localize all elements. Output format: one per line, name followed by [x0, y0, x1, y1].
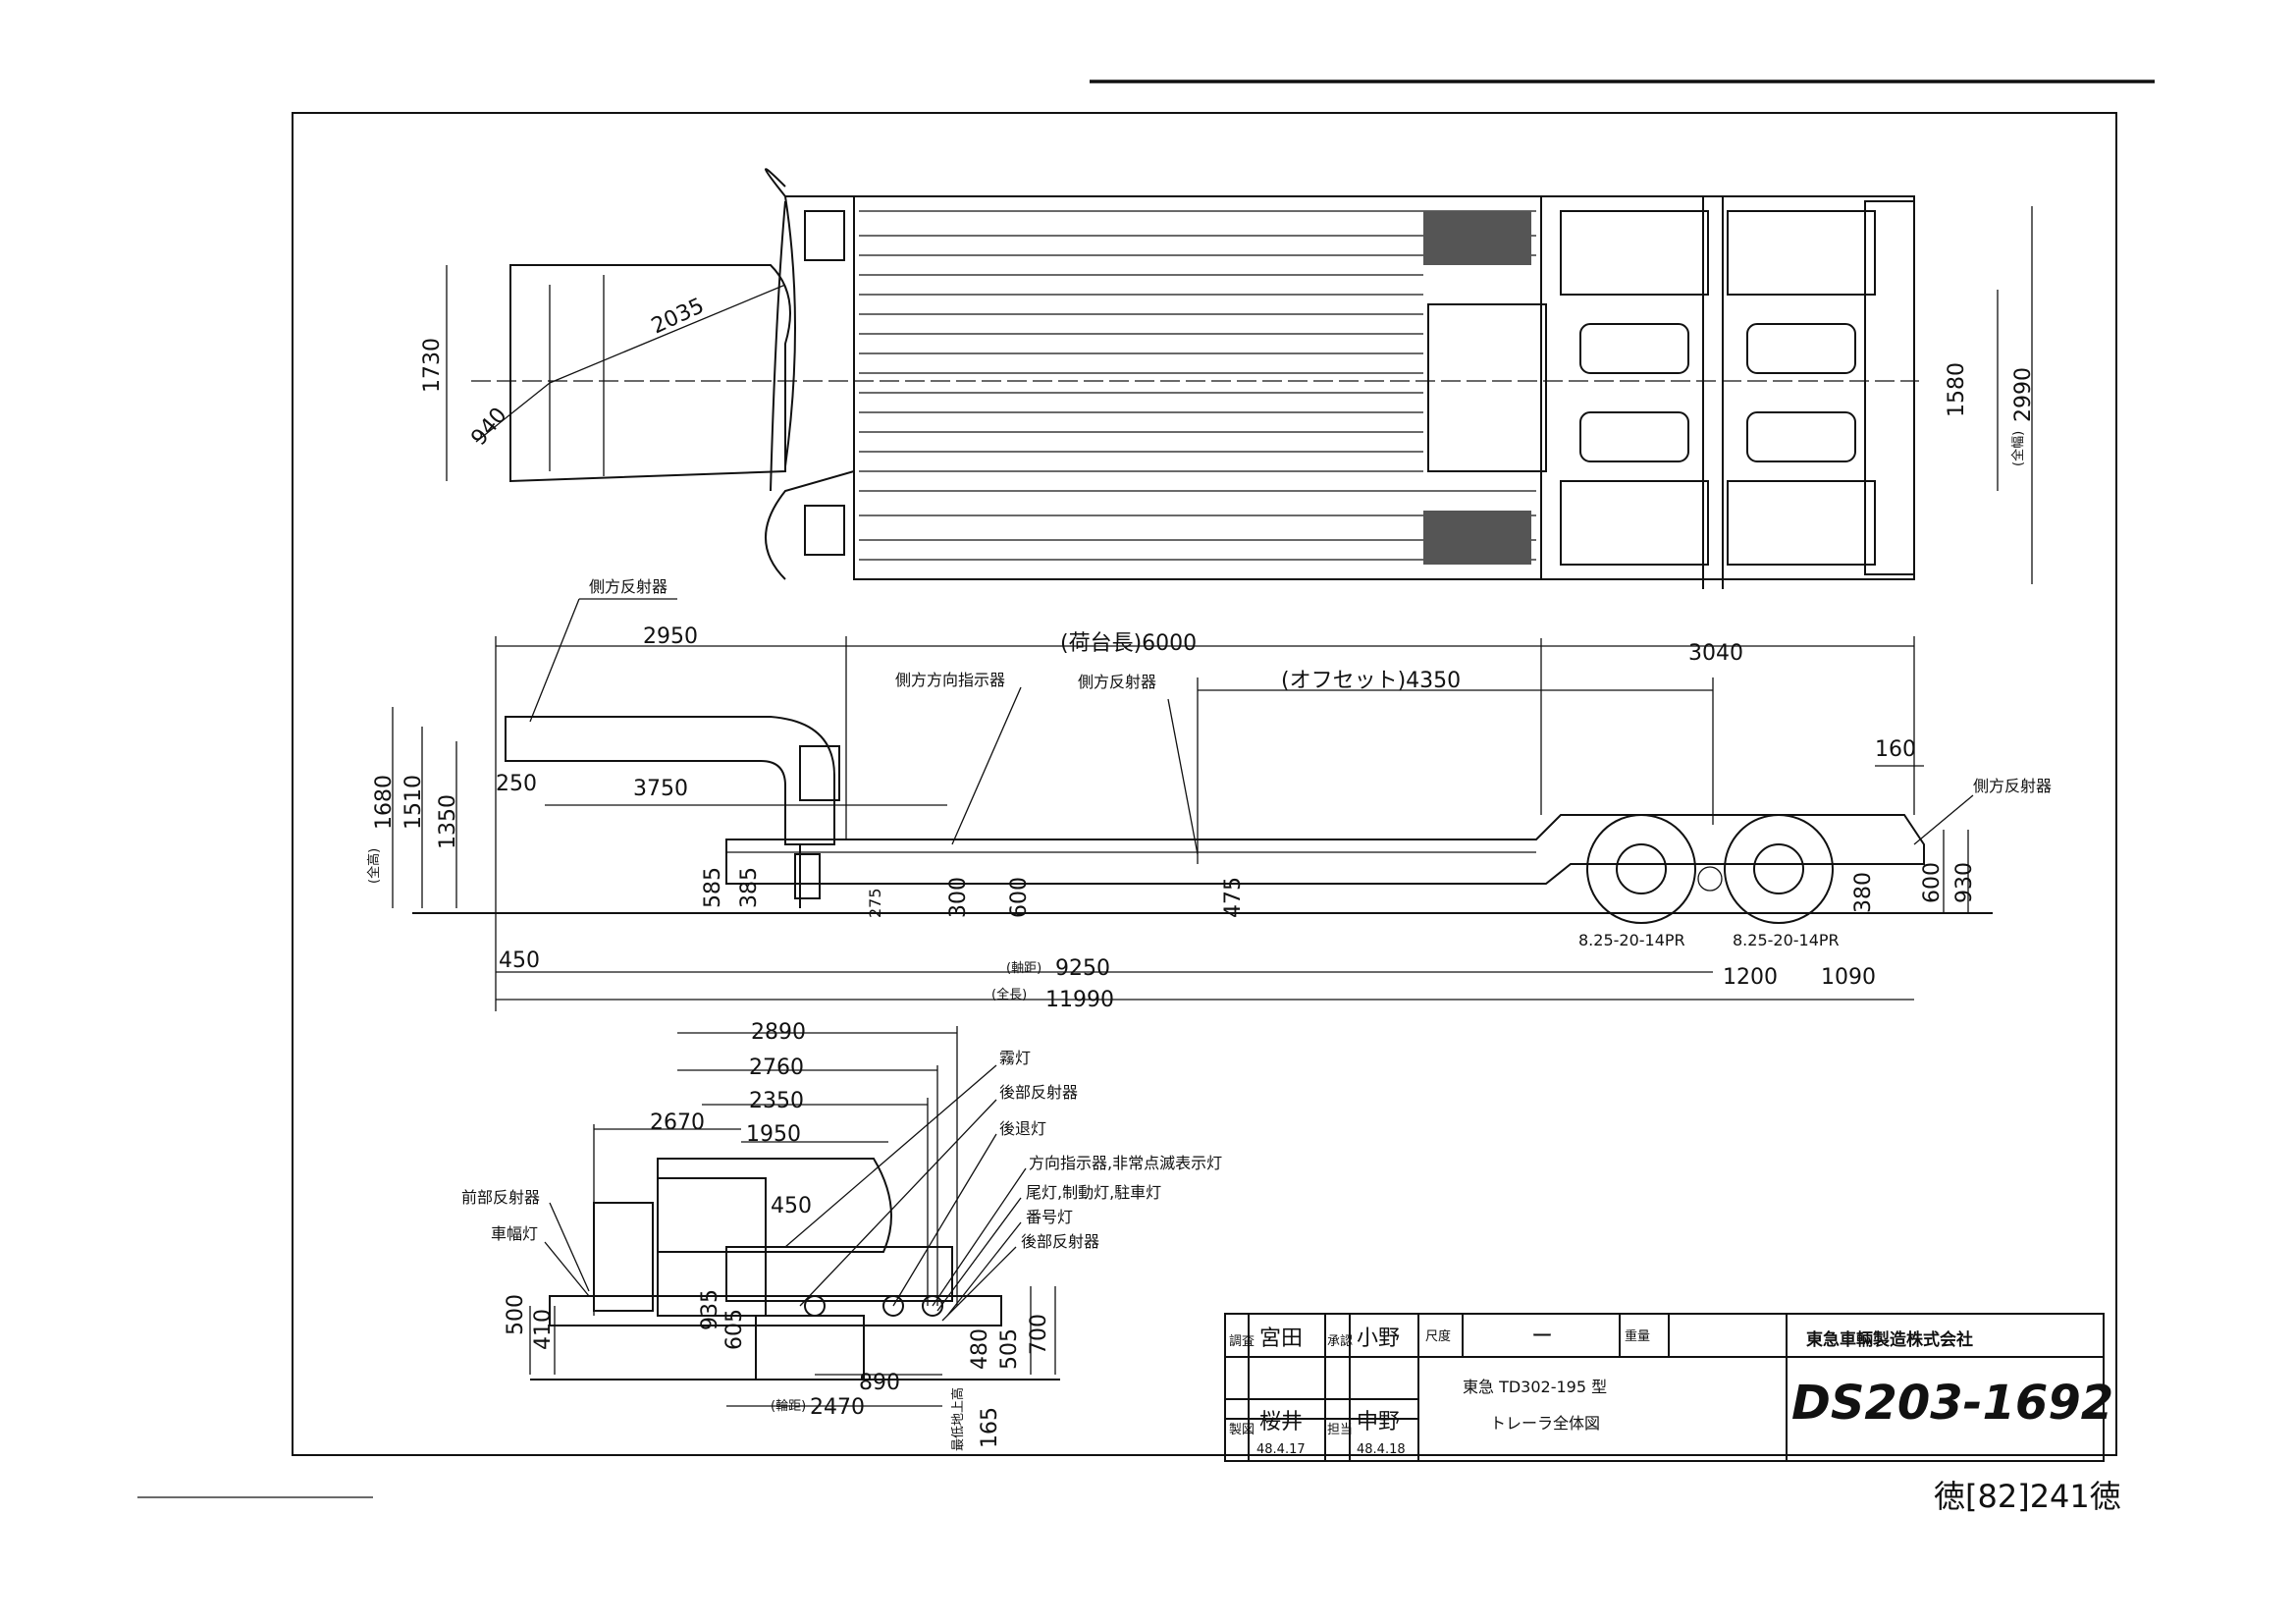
dim-890: 890	[859, 1371, 900, 1395]
dim-700: 700	[1027, 1314, 1051, 1355]
dim-380: 380	[1851, 872, 1876, 913]
label-clearance-lamp: 霧灯	[999, 1049, 1031, 1067]
dim-offset: (オフセット)4350	[1281, 669, 1461, 693]
tire-2: 8.25-20-14PR	[1733, 931, 1840, 949]
dim-2760: 2760	[749, 1056, 804, 1080]
company-name: 東急車輛製造株式会社	[1806, 1329, 1973, 1350]
dim-275: 275	[866, 888, 884, 918]
dim-480: 480	[968, 1328, 992, 1370]
label-turn-hazard: 方向指示器,非常点滅表示灯	[1029, 1154, 1222, 1172]
dim-1090: 1090	[1821, 965, 1876, 990]
dim-450-rear: 450	[771, 1194, 812, 1218]
dim-450: 450	[499, 948, 540, 973]
label-plate-lamp: 番号灯	[1026, 1208, 1073, 1226]
dim-1350: 1350	[436, 794, 460, 849]
dim-2670: 2670	[650, 1110, 705, 1135]
length-tag: (全長)	[991, 987, 1027, 1002]
label-side-reflector-front: 側方反射器	[589, 577, 667, 596]
dim-1680: 1680	[372, 775, 397, 830]
row-check: 担当	[1327, 1423, 1353, 1437]
dim-1200: 1200	[1723, 965, 1778, 990]
label-side-turn-signal: 側方方向指示器	[895, 671, 1005, 689]
dim-2990: 2990	[2011, 367, 2036, 422]
dim-1580: 1580	[1945, 362, 1969, 417]
label-side-reflector-rear: 側方反射器	[1973, 777, 2052, 795]
dim-605: 605	[722, 1309, 747, 1350]
dim-2950: 2950	[643, 624, 698, 649]
dim-1950: 1950	[746, 1122, 801, 1147]
dim-505: 505	[997, 1328, 1022, 1370]
row-weight: 重量	[1625, 1328, 1650, 1344]
row-scale: 尺度	[1425, 1328, 1451, 1344]
dim-600: 600	[1007, 877, 1032, 918]
footer-stamp: 徳[82]241徳	[1934, 1478, 2121, 1515]
dim-160: 160	[1875, 737, 1916, 762]
dim-3040: 3040	[1688, 641, 1743, 666]
title-block	[1224, 1313, 2105, 1462]
label-backup-lamp: 後退灯	[999, 1119, 1046, 1138]
dim-385: 385	[737, 867, 762, 908]
dim-930: 930	[1952, 862, 1977, 903]
label-tail-brake: 尾灯,制動灯,駐車灯	[1026, 1183, 1161, 1202]
dim-3750: 3750	[633, 777, 688, 801]
drawing-number: DS203-1692	[1791, 1376, 2113, 1431]
drawing-title: トレーラ全体図	[1490, 1414, 1600, 1433]
signature-survey: 宮田	[1259, 1326, 1303, 1351]
dim-deck-length: (荷台長)6000	[1060, 631, 1197, 656]
dim-585: 585	[701, 867, 725, 908]
dim-11990: 11990	[1045, 988, 1114, 1012]
label-side-reflector-mid: 側方反射器	[1078, 673, 1156, 691]
dim-1510: 1510	[401, 775, 426, 830]
check-date: 48.4.18	[1357, 1442, 1406, 1457]
draft-date: 48.4.17	[1256, 1442, 1306, 1457]
label-rear-reflector-2: 後部反射器	[1021, 1232, 1099, 1251]
dim-9250: 9250	[1055, 956, 1110, 981]
dim-2890: 2890	[751, 1020, 806, 1045]
frame-border	[292, 112, 2117, 1456]
label-front-reflector: 前部反射器	[461, 1188, 540, 1207]
track-tag: (輪距)	[771, 1398, 806, 1414]
dim-475: 475	[1221, 877, 1246, 918]
dim-940: 940	[466, 404, 511, 451]
wheelbase-tag: (軸距)	[1006, 961, 1041, 976]
dim-2035: 2035	[648, 294, 708, 339]
dim-2470: 2470	[810, 1395, 865, 1420]
dim-600-rear: 600	[1920, 862, 1945, 903]
dim-300: 300	[946, 877, 971, 918]
dim-500: 500	[504, 1294, 528, 1335]
row-draft: 製図	[1229, 1423, 1255, 1437]
signature-check: 中野	[1357, 1410, 1400, 1435]
dim-410: 410	[531, 1309, 556, 1350]
dim-2350: 2350	[749, 1089, 804, 1113]
dim-165: 165	[978, 1407, 1002, 1448]
top-view	[446, 168, 2033, 589]
tire-1: 8.25-20-14PR	[1578, 931, 1685, 949]
label-rear-reflector: 後部反射器	[999, 1083, 1078, 1102]
height-tag: (全高)	[366, 848, 382, 884]
dim-935: 935	[698, 1289, 722, 1330]
signature-draft: 桜井	[1259, 1410, 1303, 1435]
label-ground-clearance: 最低地上高	[950, 1387, 966, 1451]
side-view	[392, 598, 1993, 1011]
label-width-lamp: 車幅灯	[491, 1224, 538, 1243]
rear-view	[529, 1026, 1060, 1407]
total-width-tag: (全幅)	[2010, 431, 2026, 466]
scale-value: ー	[1531, 1325, 1553, 1349]
row-approve: 承認	[1327, 1333, 1353, 1349]
row-survey: 調査	[1229, 1334, 1255, 1349]
dim-250: 250	[496, 772, 537, 796]
signature-approve: 小野	[1357, 1326, 1400, 1351]
dim-1730: 1730	[420, 338, 445, 393]
model-name: 東急 TD302-195 型	[1463, 1378, 1607, 1396]
